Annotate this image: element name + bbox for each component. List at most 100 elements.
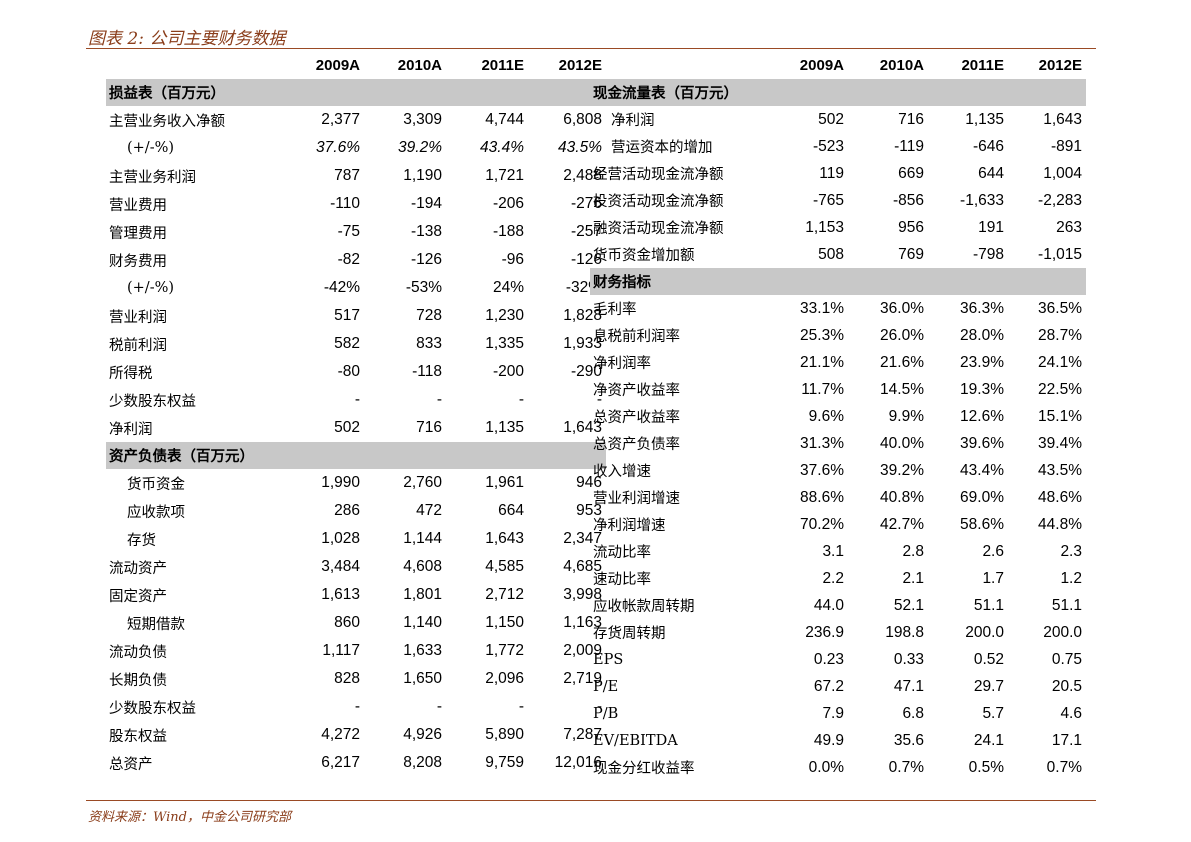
row-value: 4,685 [563, 558, 602, 575]
row-label: 净资产收益率 [593, 383, 680, 399]
row-label: 流动资产 [109, 560, 167, 577]
row-label: 存货周转期 [593, 626, 666, 642]
row-value: -257 [570, 223, 602, 240]
row-value: 20.5 [1051, 677, 1082, 695]
row-value: - [354, 391, 360, 408]
row-value: 200.0 [965, 623, 1004, 641]
row-value: 0.5% [968, 758, 1004, 776]
row-value: 36.5% [1038, 299, 1082, 317]
header-blank [106, 51, 286, 79]
row-value: 26.0% [880, 326, 924, 344]
row-label: 股东权益 [109, 728, 167, 745]
table-row: (+/-%)37.6%39.2%43.4%43.5% [106, 134, 606, 162]
row-value: -891 [1050, 137, 1082, 155]
row-value: 22.5% [1038, 380, 1082, 398]
row-value: 39.2% [880, 461, 924, 479]
row-value: 48.6% [1038, 488, 1082, 506]
row-value: 14.5% [880, 380, 924, 398]
row-value: 1,163 [563, 614, 602, 631]
row-value: 4,272 [321, 726, 360, 743]
year-header: 2012E [1038, 56, 1082, 74]
row-value: 43.5% [1038, 461, 1082, 479]
row-value: -276 [570, 195, 602, 212]
row-value: 37.6% [316, 139, 360, 156]
row-value: 860 [334, 614, 360, 631]
row-value: 2.3 [1060, 542, 1082, 560]
bottom-rule [86, 800, 1096, 801]
table-row: 投资活动现金流净额-765-856-1,633-2,283 [590, 187, 1086, 214]
row-value: 6,217 [321, 754, 360, 771]
row-value: 67.2 [813, 677, 844, 695]
row-value: -646 [972, 137, 1004, 155]
row-value: 0.75 [1051, 650, 1082, 668]
row-value: 191 [978, 218, 1004, 236]
row-value: 0.0% [808, 758, 844, 776]
row-value: -765 [812, 191, 844, 209]
row-value: -206 [492, 195, 524, 212]
row-value: 0.33 [893, 650, 924, 668]
row-label: P/B [593, 705, 619, 722]
row-value: 4,926 [403, 726, 442, 743]
row-value: 2,488 [563, 167, 602, 184]
row-value: 1,153 [805, 218, 844, 236]
year-header: 2011E [481, 56, 524, 74]
row-value: 24.1% [1038, 353, 1082, 371]
row-label: 所得税 [109, 365, 153, 382]
row-value: 828 [334, 670, 360, 687]
row-label: 营业利润增速 [593, 491, 680, 507]
row-value: 88.6% [800, 488, 844, 506]
row-value: 502 [818, 110, 844, 128]
row-value: 37.6% [800, 461, 844, 479]
source-note: 资料来源：Wind，中金公司研究部 [88, 810, 291, 825]
section-title: 损益表（百万元） [106, 79, 606, 106]
row-value: 9.6% [808, 407, 844, 425]
row-label: 少数股东权益 [109, 393, 196, 410]
row-value: 6.8 [902, 704, 924, 722]
row-value: - [436, 698, 442, 715]
row-value: 1,633 [403, 642, 442, 659]
row-label: 总资产收益率 [593, 410, 680, 426]
row-value: 7.9 [822, 704, 844, 722]
row-value: 200.0 [1043, 623, 1082, 641]
table-row: 财务费用-82-126-96-126 [106, 246, 606, 274]
row-value: 953 [576, 502, 602, 519]
row-value: - [518, 391, 524, 408]
row-value: 1,004 [1043, 164, 1082, 182]
row-label: 财务费用 [109, 253, 167, 270]
row-value: - [354, 698, 360, 715]
row-value: 35.6 [893, 731, 924, 749]
row-value: -1,015 [1038, 245, 1082, 263]
row-value: 1,140 [403, 614, 442, 631]
row-value: 716 [416, 419, 442, 436]
row-value: 8,208 [403, 754, 442, 771]
row-value: -42% [323, 279, 360, 296]
row-value: -53% [405, 279, 442, 296]
header-blank [590, 51, 770, 79]
row-value: 4,608 [403, 558, 442, 575]
row-value: 42.7% [880, 515, 924, 533]
row-value: - [436, 391, 442, 408]
row-value: 2,760 [403, 474, 442, 491]
row-value: 2.2 [822, 569, 844, 587]
row-label: 经营活动现金流净额 [593, 167, 724, 183]
row-value: 0.7% [888, 758, 924, 776]
row-value: 49.9 [813, 731, 844, 749]
row-value: 728 [416, 307, 442, 324]
row-value: 2.1 [902, 569, 924, 587]
table-row: 少数股东权益---- [106, 693, 606, 721]
row-value: -856 [892, 191, 924, 209]
